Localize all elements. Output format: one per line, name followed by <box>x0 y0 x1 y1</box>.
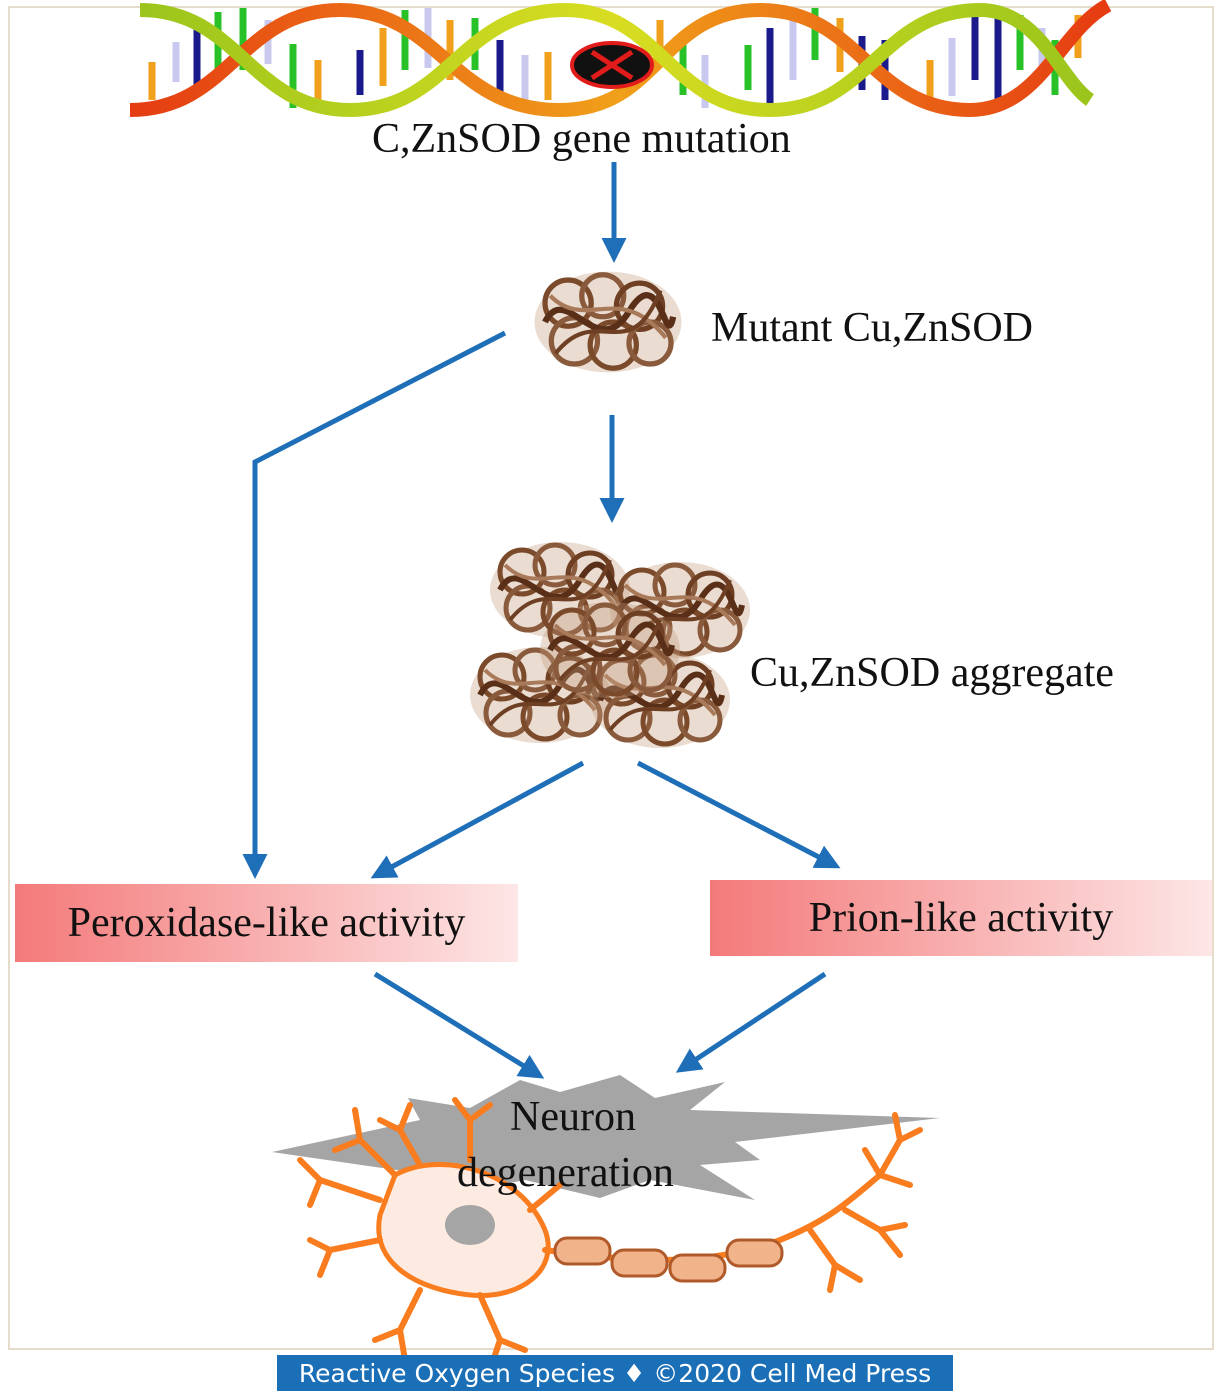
peroxidase-box-bg <box>15 884 518 962</box>
peroxidase-activity-box: Peroxidase-like activity <box>15 884 518 962</box>
peroxidase-activity-label: Peroxidase-like activity <box>67 900 466 946</box>
neuron-label-line2: degeneration <box>457 1150 674 1196</box>
arrow-aggregate-to-peroxidase <box>370 760 585 879</box>
prion-activity-box: Prion-like activity <box>710 880 1212 956</box>
neuron-label-line1: Neuron <box>510 1094 636 1140</box>
journal-name: Reactive Oxygen Species <box>298 1358 615 1388</box>
neuron-icon <box>297 1097 923 1373</box>
arrow-aggregate-to-prion <box>636 760 841 869</box>
mutation-marker-icon <box>570 41 654 89</box>
prion-box-bg <box>710 880 1212 956</box>
copyright-text: ©2020 Cell Med Press <box>653 1358 932 1388</box>
arrows <box>242 162 841 1079</box>
arrow-mutant-to-peroxidase <box>242 330 507 879</box>
arrow-peroxidase-to-neuron <box>373 971 545 1079</box>
footer-separator: ♦ <box>622 1358 646 1388</box>
dna-helix-icon <box>129 0 1112 118</box>
mutant-protein-label: Mutant Cu,ZnSOD <box>711 305 1034 351</box>
aggregate-label: Cu,ZnSOD aggregate <box>750 650 1114 696</box>
protein-structure-icon <box>535 272 682 373</box>
journal-footer: Reactive Oxygen Species ♦ ©2020 Cell Med… <box>277 1355 953 1391</box>
prion-activity-label: Prion-like activity <box>808 895 1114 941</box>
arrow-prion-to-neuron <box>675 971 827 1073</box>
gene-mutation-label: C,ZnSOD gene mutation <box>372 116 791 162</box>
protein-aggregate-icon <box>470 542 750 748</box>
